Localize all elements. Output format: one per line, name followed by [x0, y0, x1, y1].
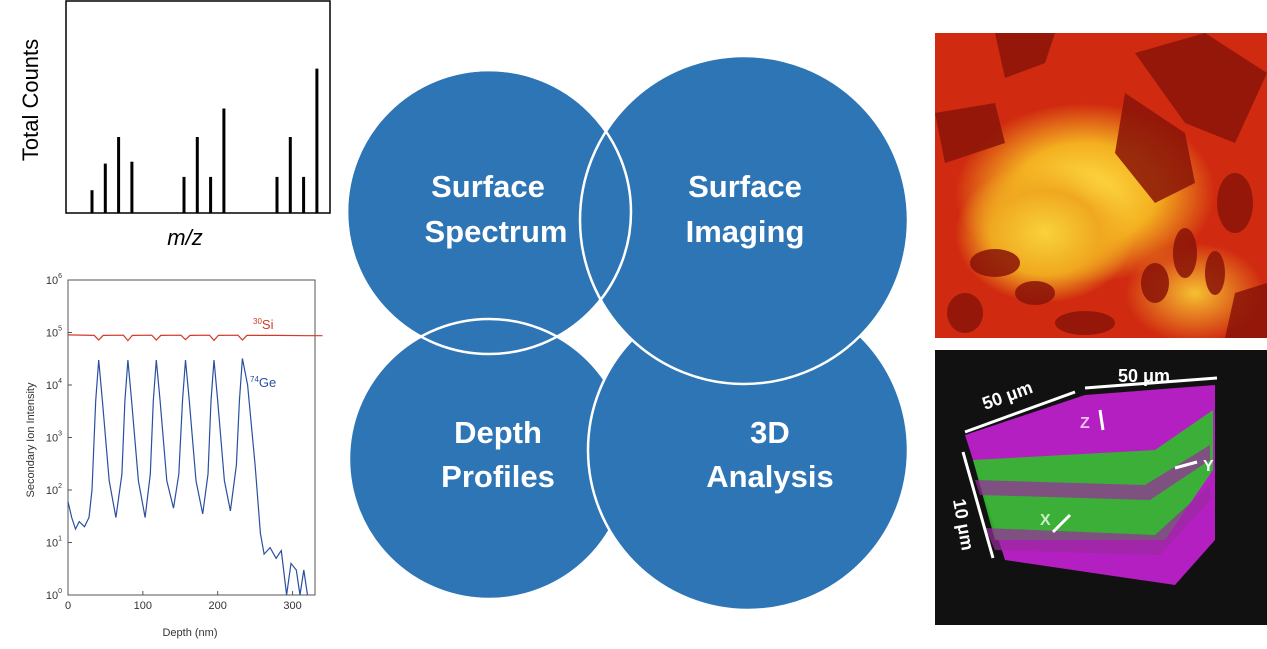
circle-surface-imaging [578, 54, 910, 386]
surface-image-grains [935, 33, 1267, 338]
z-dimension-arrow [961, 451, 995, 559]
x-tick-label: 300 [283, 600, 301, 612]
y-tick-label: 103 [46, 431, 62, 445]
y-tick-label: 102 [46, 483, 62, 497]
x-tick-label: 0 [65, 600, 71, 612]
technique-venn-diagram: Surface Spectrum Surface Imaging Depth P… [345, 54, 910, 612]
depth-y-label: Secondary Ion Intensity [25, 382, 37, 497]
3d-volume-graphic: 50 μm 50 μm 10 μm Z Y X [949, 366, 1218, 585]
label-3d-analysis-1: 3D [750, 415, 790, 450]
x-axis-arrow [1051, 513, 1072, 534]
y-axis-label: Y [1203, 458, 1214, 475]
label-surface-spectrum-2: Spectrum [425, 214, 568, 249]
z-axis-arrow [1098, 409, 1105, 431]
x-tick-label: 100 [134, 600, 152, 612]
label-depth-profiles-1: Depth [454, 415, 542, 450]
z-dimension-label: 10 μm [949, 497, 978, 552]
label-surface-spectrum-1: Surface [431, 169, 545, 204]
y-dimension-label: 50 μm [1118, 366, 1170, 386]
y-tick-label: 104 [46, 378, 62, 392]
z-axis-label: Z [1080, 415, 1090, 432]
depth-x-label: Depth (nm) [162, 627, 217, 639]
mass-spectrum-sketch: Total Counts m/z [18, 0, 331, 250]
label-3d-analysis-2: Analysis [706, 459, 834, 494]
surface-ion-image [935, 33, 1267, 338]
si-legend-label: 30Si [253, 317, 274, 332]
y-tick-label: 101 [46, 536, 62, 550]
label-depth-profiles-2: Profiles [441, 459, 555, 494]
spectrum-y-label: Total Counts [18, 39, 43, 161]
ge-legend-label: 74Ge [250, 375, 276, 390]
y-tick-label: 105 [46, 326, 62, 340]
ge-series-line [67, 358, 309, 596]
si-series-line [67, 334, 323, 342]
spectrum-x-label: m/z [167, 225, 202, 250]
y-tick-label: 100 [46, 588, 62, 602]
circle-surface-spectrum-outline [345, 68, 633, 356]
3d-volume-render: 50 μm 50 μm 10 μm Z Y X [935, 350, 1267, 625]
y-tick-label: 106 [46, 273, 62, 287]
label-surface-imaging-2: Imaging [686, 214, 805, 249]
x-tick-label: 200 [209, 600, 227, 612]
label-surface-imaging-1: Surface [688, 169, 802, 204]
y-axis-arrow [1174, 460, 1198, 470]
x-dimension-arrow [964, 390, 1076, 434]
y-dimension-arrow [1084, 376, 1218, 390]
x-axis-label: X [1040, 512, 1051, 529]
